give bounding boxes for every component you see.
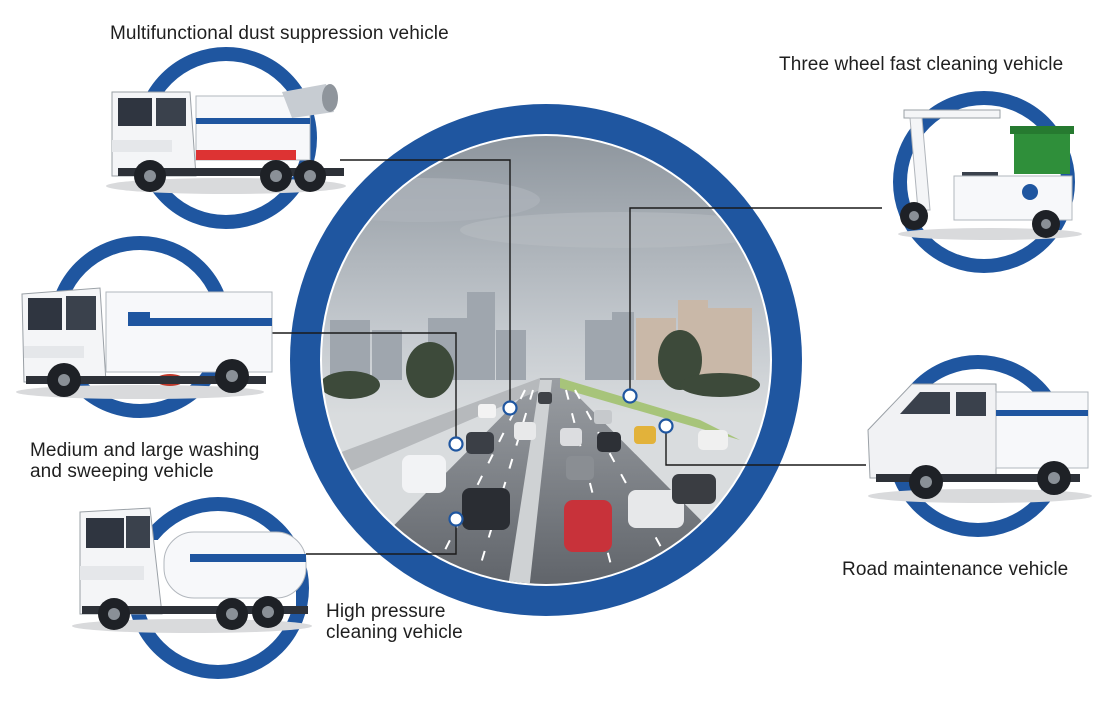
dot-roadmaint — [658, 418, 674, 434]
center-photo-group — [290, 104, 802, 616]
label-threewheel-line-1: Three wheel fast cleaning vehicle — [779, 54, 1064, 75]
sweeper-truck-icon — [16, 236, 273, 418]
dot-washing — [448, 436, 464, 452]
city-highway-photo — [322, 136, 770, 584]
label-road-maintenance: Road maintenance vehicle — [842, 559, 1068, 580]
connector-highpressure — [306, 520, 457, 555]
label-highpressure-line-1: High pressure — [326, 601, 446, 622]
label-washing-sweeping: Medium and large washing and sweeping ve… — [30, 440, 259, 482]
connector-dust — [340, 159, 511, 408]
label-highpressure-line-2: cleaning vehicle — [326, 622, 463, 643]
tanker-truck-icon — [72, 497, 312, 679]
dust-suppression-truck-icon — [106, 47, 346, 229]
label-washing-line-2: and sweeping vehicle — [30, 461, 214, 482]
label-high-pressure: High pressure cleaning vehicle — [326, 601, 463, 643]
connector-dots — [448, 388, 674, 527]
connector-roadmaint — [665, 426, 866, 466]
tricycle-cleaner-icon — [893, 91, 1082, 273]
dot-dust — [502, 400, 518, 416]
label-washing-line-1: Medium and large washing — [30, 440, 260, 461]
label-dust-suppression: Multifunctional dust suppression vehicle — [110, 23, 449, 44]
label-roadmaint-line-1: Road maintenance vehicle — [842, 559, 1069, 580]
connector-washing — [262, 332, 457, 444]
connector-lines — [262, 159, 882, 555]
small-maintenance-truck-icon — [867, 355, 1092, 537]
label-dust-line-1: Multifunctional dust suppression vehicle — [110, 23, 449, 44]
dot-highpressure — [448, 511, 464, 527]
dot-threewheel — [622, 388, 638, 404]
label-three-wheel: Three wheel fast cleaning vehicle — [779, 54, 1063, 75]
connector-threewheel — [629, 207, 882, 396]
